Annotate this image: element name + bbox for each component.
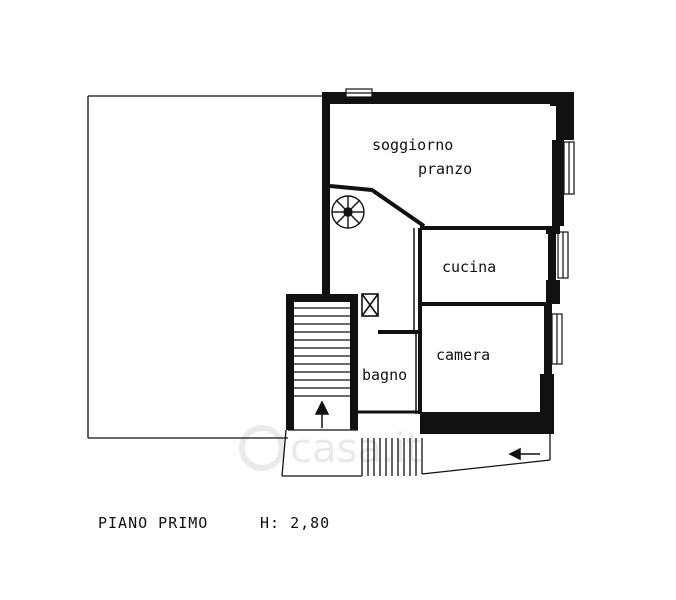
- entrance-steps: [361, 438, 423, 476]
- room-label-bagno: bagno: [362, 366, 407, 384]
- room-label-cucina: cucina: [442, 258, 496, 276]
- outer-walls: [322, 92, 574, 434]
- interior-walls: [329, 184, 552, 420]
- shaft-icon: [361, 293, 379, 317]
- room-label-soggiorno: soggiorno: [372, 136, 453, 154]
- spiral-stair-icon: [331, 195, 365, 229]
- watermark: casa.it: [239, 425, 421, 472]
- stairwell: [286, 294, 358, 430]
- stair-arrow-icon: [314, 400, 330, 428]
- right-windows: [551, 141, 575, 365]
- stair-treads: [294, 307, 350, 397]
- floor-caption: PIANO PRIMO: [98, 514, 208, 532]
- room-label-camera: camera: [436, 346, 490, 364]
- height-caption: H: 2,80: [260, 514, 330, 532]
- top-window: [345, 88, 373, 98]
- terrace-outline: [87, 95, 325, 439]
- entry-arrow-icon: [508, 447, 540, 461]
- room-label-pranzo: pranzo: [418, 160, 472, 178]
- lower-boundary: [281, 429, 551, 477]
- watermark-text: casa.it: [290, 426, 421, 472]
